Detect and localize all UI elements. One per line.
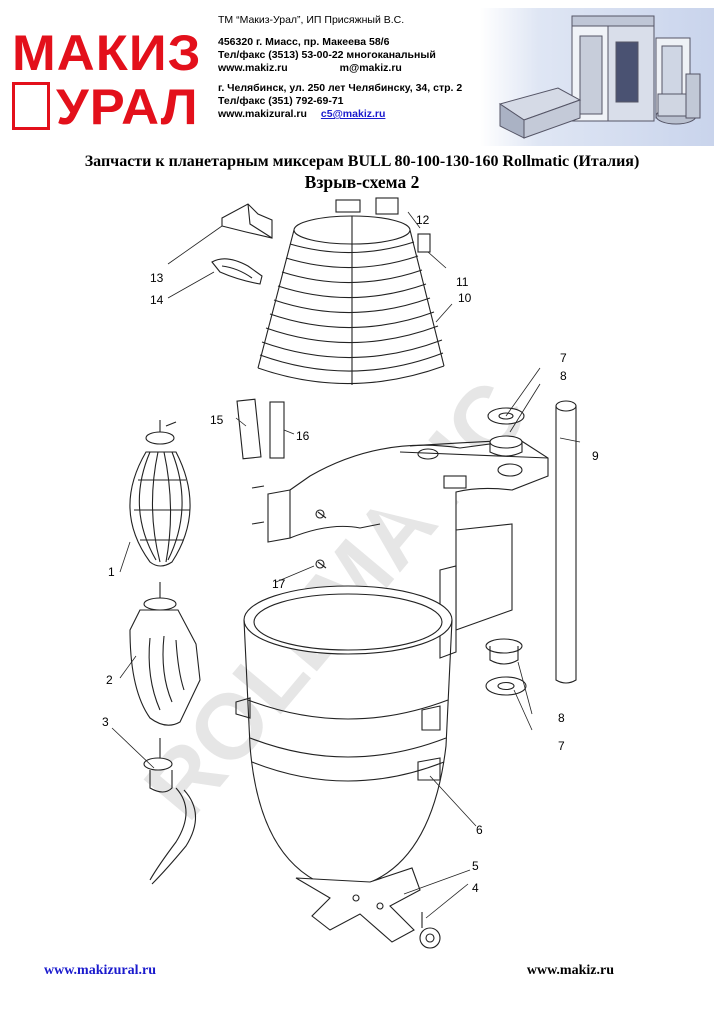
callout-4: 4 <box>472 881 479 895</box>
callout-16: 16 <box>296 429 310 443</box>
callout-2: 2 <box>106 673 113 687</box>
page-subtitle: Взрыв-схема 2 <box>304 172 420 192</box>
flat-beater <box>129 582 201 726</box>
callout-10: 10 <box>458 291 472 305</box>
guard-cone <box>257 215 445 385</box>
callout-12: 12 <box>416 213 430 227</box>
callout-14: 14 <box>150 293 164 307</box>
web-link-1[interactable]: www.makiz.ru <box>218 62 288 74</box>
callout-9: 9 <box>592 449 599 463</box>
callout-6: 6 <box>476 823 483 837</box>
web-link-2[interactable]: www.makizural.ru <box>218 108 307 120</box>
company-name: ТМ “Макиз-Урал”, ИП Присяжный В.С. <box>218 14 405 26</box>
callout-15: 15 <box>210 413 224 427</box>
column-rod <box>555 400 577 684</box>
dough-hook <box>143 738 197 885</box>
handle-14 <box>211 258 263 285</box>
company-logo: МАКИЗ УРАЛ <box>12 28 217 132</box>
phone-miass: Тел/факс (3513) 53-00-22 многоканальный <box>218 49 436 61</box>
email-link-2[interactable]: c5@makiz.ru <box>320 108 386 120</box>
mixing-bowl <box>235 585 453 891</box>
callout-5: 5 <box>472 859 479 873</box>
callout-3: 3 <box>102 715 109 729</box>
exploded-diagram: ROLLMATIC <box>102 197 599 949</box>
callout-7a: 7 <box>560 351 567 365</box>
callout-17: 17 <box>272 577 286 591</box>
callout-13: 13 <box>150 271 164 285</box>
logo-stamp-icon <box>12 82 50 130</box>
callout-8a: 8 <box>560 369 567 383</box>
address-chelyabinsk: г. Челябинск, ул. 250 лет Челябинску, 34… <box>218 82 463 94</box>
callout-11: 11 <box>456 275 469 289</box>
base-plate <box>295 867 421 943</box>
footer-link-left[interactable]: www.makizural.ru <box>44 963 156 978</box>
logo-line1: МАКИЗ <box>12 25 202 81</box>
logo-line2: УРАЛ <box>56 79 199 135</box>
bowl-frame <box>267 439 549 659</box>
equipment-header-image <box>480 8 714 146</box>
footer-link-right[interactable]: www.makiz.ru <box>526 963 614 978</box>
phone-chelyabinsk: Тел/факс (351) 792-69-71 <box>218 95 344 107</box>
address-miass: 456320 г. Миасс, пр. Макеева 58/6 <box>218 36 390 48</box>
bracket-13 <box>221 203 273 239</box>
caster-wheel <box>419 912 441 949</box>
contacts-block: ТМ “Макиз-Урал”, ИП Присяжный В.С. 45632… <box>218 14 488 121</box>
callout-7b: 7 <box>558 739 565 753</box>
callout-8b: 8 <box>558 711 565 725</box>
callout-1: 1 <box>108 565 115 579</box>
page-title: Запчасти к планетарным миксерам BULL 80-… <box>84 153 640 170</box>
whisk-attachment <box>129 420 191 567</box>
email-link-1[interactable]: m@makiz.ru <box>339 62 402 74</box>
